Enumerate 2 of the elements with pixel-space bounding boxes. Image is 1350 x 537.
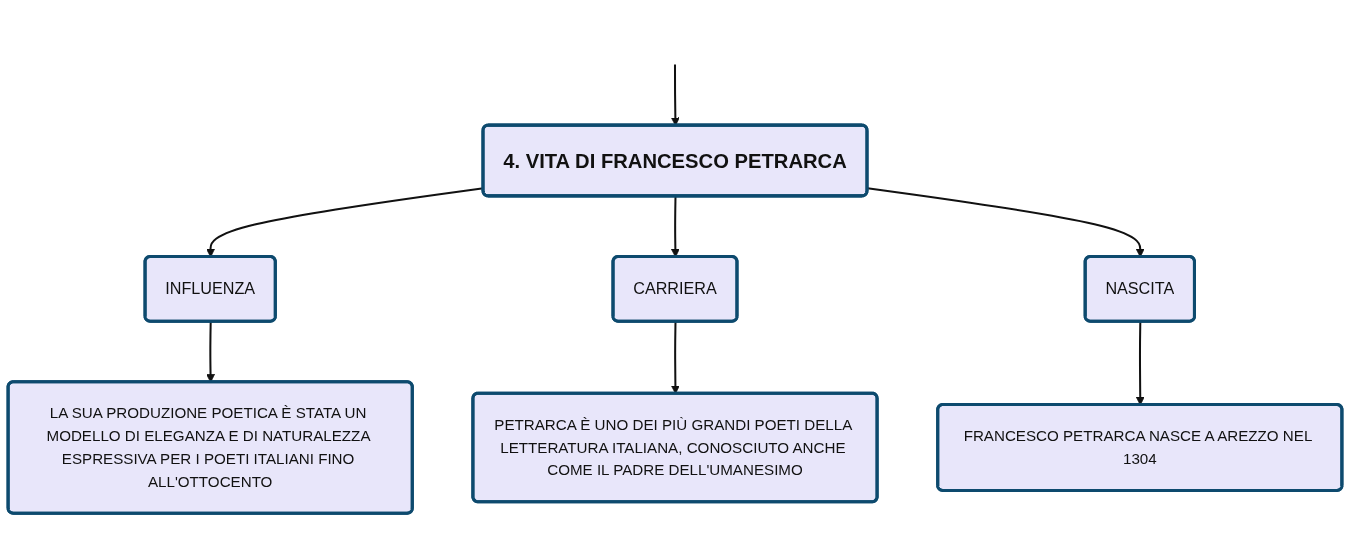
arrow <box>670 321 680 394</box>
arrow <box>670 64 680 126</box>
